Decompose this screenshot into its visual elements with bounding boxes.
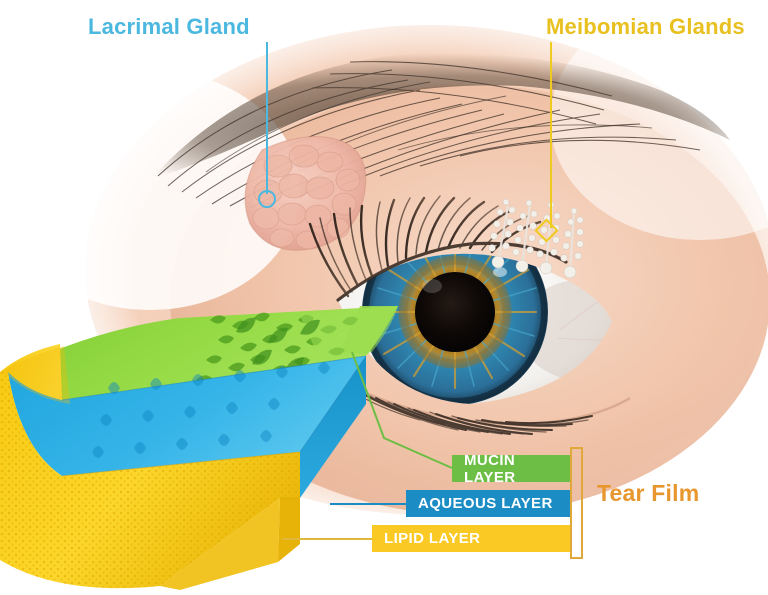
- meibomian-gland-icon: [488, 198, 584, 279]
- aqueous-leader-line: [330, 503, 408, 505]
- lipid-layer-badge[interactable]: LIPID LAYER: [372, 525, 570, 552]
- meibomian-glands-label: Meibomian Glands: [546, 14, 745, 39]
- lacrimal-gland-label: Lacrimal Gland: [88, 14, 250, 39]
- mucin-layer-label: MUCIN LAYER: [464, 451, 516, 486]
- brace-bracket-arms: [572, 447, 583, 559]
- aqueous-layer-label: AQUEOUS LAYER: [418, 495, 553, 512]
- brace-bracket-icon: [570, 447, 572, 559]
- lipid-layer-label: LIPID LAYER: [384, 530, 481, 547]
- aqueous-layer-badge[interactable]: AQUEOUS LAYER: [406, 490, 570, 517]
- meibomian-leader-line: [550, 42, 552, 228]
- mucin-leader-line: [351, 351, 453, 469]
- lipid-leader-line: [282, 538, 374, 540]
- mucin-layer-badge[interactable]: MUCIN LAYER: [452, 452, 570, 486]
- tear-film-cutaway-icon: [0, 306, 398, 590]
- lower-eyelashes: [329, 374, 631, 435]
- circle-marker-icon: [258, 190, 276, 208]
- tear-film-title: Tear Film: [597, 480, 700, 506]
- lacrimal-leader-line: [266, 42, 268, 194]
- pupil: [415, 272, 495, 352]
